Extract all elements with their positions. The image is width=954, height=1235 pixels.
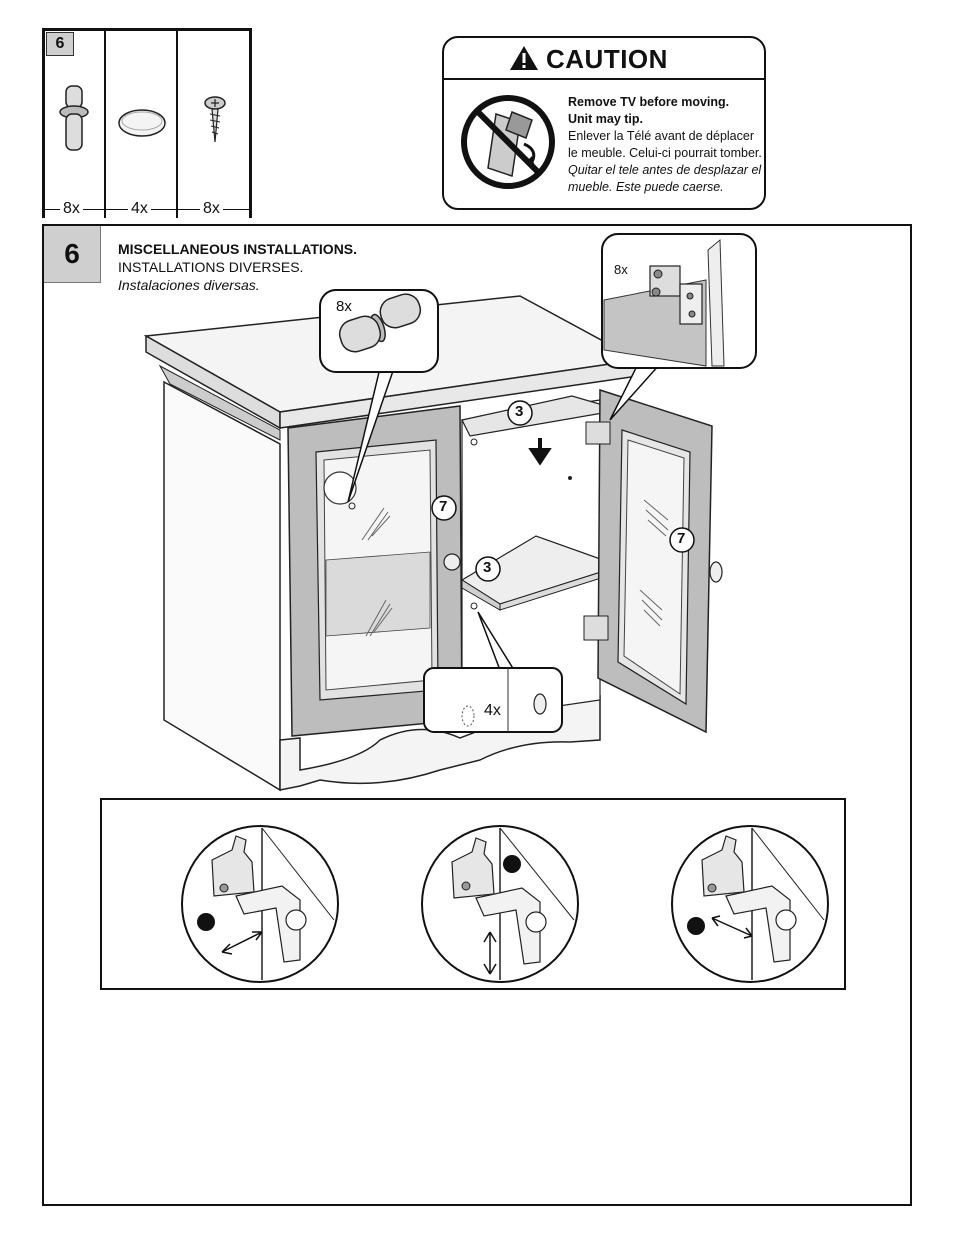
hinge-adjust-side-to-side [182,826,338,982]
hinge-adjust-depth [672,826,828,982]
hinge-adjust-up-down [422,826,578,982]
